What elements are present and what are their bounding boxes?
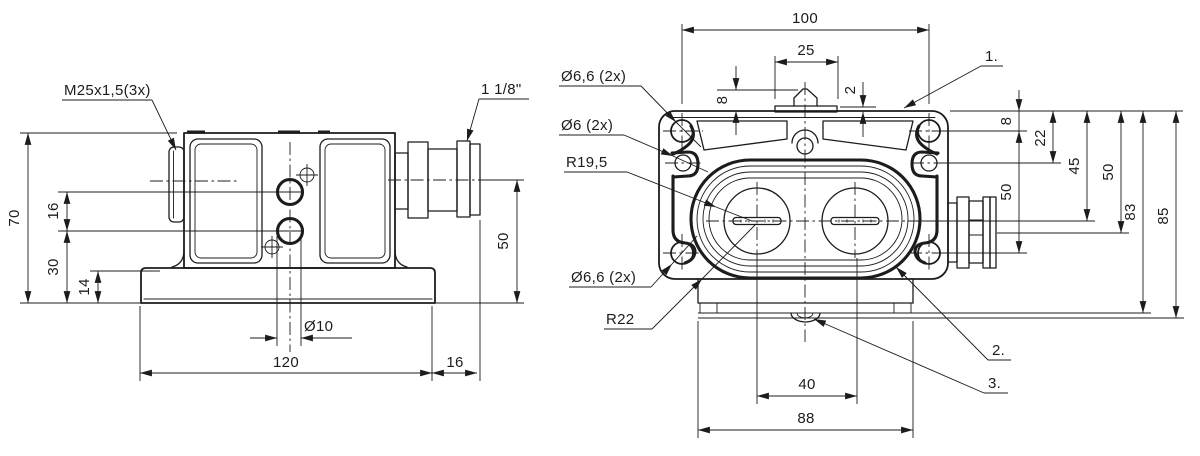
callout-body-radius: R22 <box>604 223 757 330</box>
side-gland-cap <box>168 146 185 223</box>
dim-holes-50: 50 <box>998 183 1015 200</box>
front-base <box>697 278 914 323</box>
side-left-fillet <box>171 249 185 268</box>
dim-tab-8: 8 <box>714 96 731 105</box>
dim-knobs-40: 40 <box>798 376 815 393</box>
dim-depth-50: 50 <box>1100 163 1117 180</box>
dim-base-88: 88 <box>797 410 814 427</box>
dim-length-120: 120 <box>273 354 299 371</box>
callout-body-radius-label: R22 <box>606 311 634 328</box>
dim-offset-22: 22 <box>1032 129 1049 146</box>
side-body-outline <box>183 132 396 269</box>
ref-item-3-label: 3. <box>988 375 1001 392</box>
front-pocket-right <box>822 120 914 151</box>
dim-height-83: 83 <box>1122 203 1139 220</box>
front-pocket-left <box>696 120 788 151</box>
side-view-dimensions: 70 16 30 14 50 120 16 Ø10 M25x1,5(3x) 1 … <box>6 81 529 381</box>
front-view-centerlines <box>663 82 946 342</box>
dim-height-70: 70 <box>6 209 23 226</box>
ref-item-2: 2. <box>895 266 1011 361</box>
side-view-centerlines <box>150 142 490 352</box>
front-view-dimensions: 100 25 8 2 8 50 22 45 50 83 85 40 88 Ø6,… <box>559 10 1184 438</box>
dim-port-dia-10: Ø10 <box>304 318 333 335</box>
front-gasket-groove <box>670 124 940 265</box>
callout-mount-holes-bottom-label: Ø6,6 (2x) <box>571 269 636 286</box>
front-obround-outer <box>689 158 922 280</box>
callout-connector-label: 1 1/8" <box>481 81 522 98</box>
side-top-seal-mark <box>318 130 330 134</box>
side-left-panel-inner <box>194 143 258 259</box>
dim-base-14: 14 <box>76 278 93 295</box>
callout-small-holes-label: Ø6 (2x) <box>561 117 613 134</box>
front-view-part <box>658 88 997 323</box>
side-top-seal-mark <box>278 130 300 134</box>
dim-depth-45: 45 <box>1066 157 1083 174</box>
front-obround-ring <box>696 165 915 273</box>
callout-small-holes: Ø6 (2x) <box>559 117 709 173</box>
front-top-tab <box>793 88 818 107</box>
dim-height-30: 30 <box>45 258 62 275</box>
side-right-fillet <box>394 249 408 268</box>
side-right-panel-inner <box>324 143 386 259</box>
front-base-bump <box>790 312 821 323</box>
ref-item-1-label: 1. <box>985 48 998 65</box>
front-connector <box>947 196 997 269</box>
front-obround-ring <box>708 177 903 261</box>
ref-item-2-label: 2. <box>992 342 1005 359</box>
dim-offset-8: 8 <box>998 117 1015 126</box>
dim-width-100: 100 <box>792 10 818 27</box>
dim-height-85: 85 <box>1155 207 1172 224</box>
callout-mount-holes-top: Ø6,6 (2x) <box>559 68 702 148</box>
callout-mount-holes-top-label: Ø6,6 (2x) <box>561 68 626 85</box>
callout-connector: 1 1/8" <box>466 81 529 142</box>
side-top-seal-mark <box>187 130 205 134</box>
side-left-panel <box>189 138 263 264</box>
side-connector <box>394 140 481 219</box>
dim-tab-25: 25 <box>797 42 814 59</box>
callout-mount-holes-bottom: Ø6,6 (2x) <box>569 235 698 288</box>
front-obround-ring <box>702 171 909 267</box>
side-right-panel <box>319 138 391 264</box>
dim-axis-50: 50 <box>495 232 512 249</box>
dim-overhang-16: 16 <box>446 354 463 371</box>
callout-thread-label: M25x1,5(3x) <box>64 82 151 99</box>
callout-knob-radius-label: R19,5 <box>566 154 608 171</box>
front-top-plate <box>774 105 838 113</box>
side-view: 70 16 30 14 50 120 16 Ø10 M25x1,5(3x) 1 … <box>6 81 529 381</box>
dim-plate-2: 2 <box>842 86 859 95</box>
ref-item-1: 1. <box>903 48 1003 109</box>
callout-knob-radius: R19,5 <box>564 154 753 222</box>
dim-spacing-16: 16 <box>45 202 62 219</box>
ref-item-3: 3. <box>813 318 1008 394</box>
side-base-outline <box>140 267 436 304</box>
front-view: 100 25 8 2 8 50 22 45 50 83 85 40 88 Ø6,… <box>559 10 1184 438</box>
side-view-part <box>140 130 481 304</box>
callout-thread: M25x1,5(3x) <box>62 82 177 151</box>
